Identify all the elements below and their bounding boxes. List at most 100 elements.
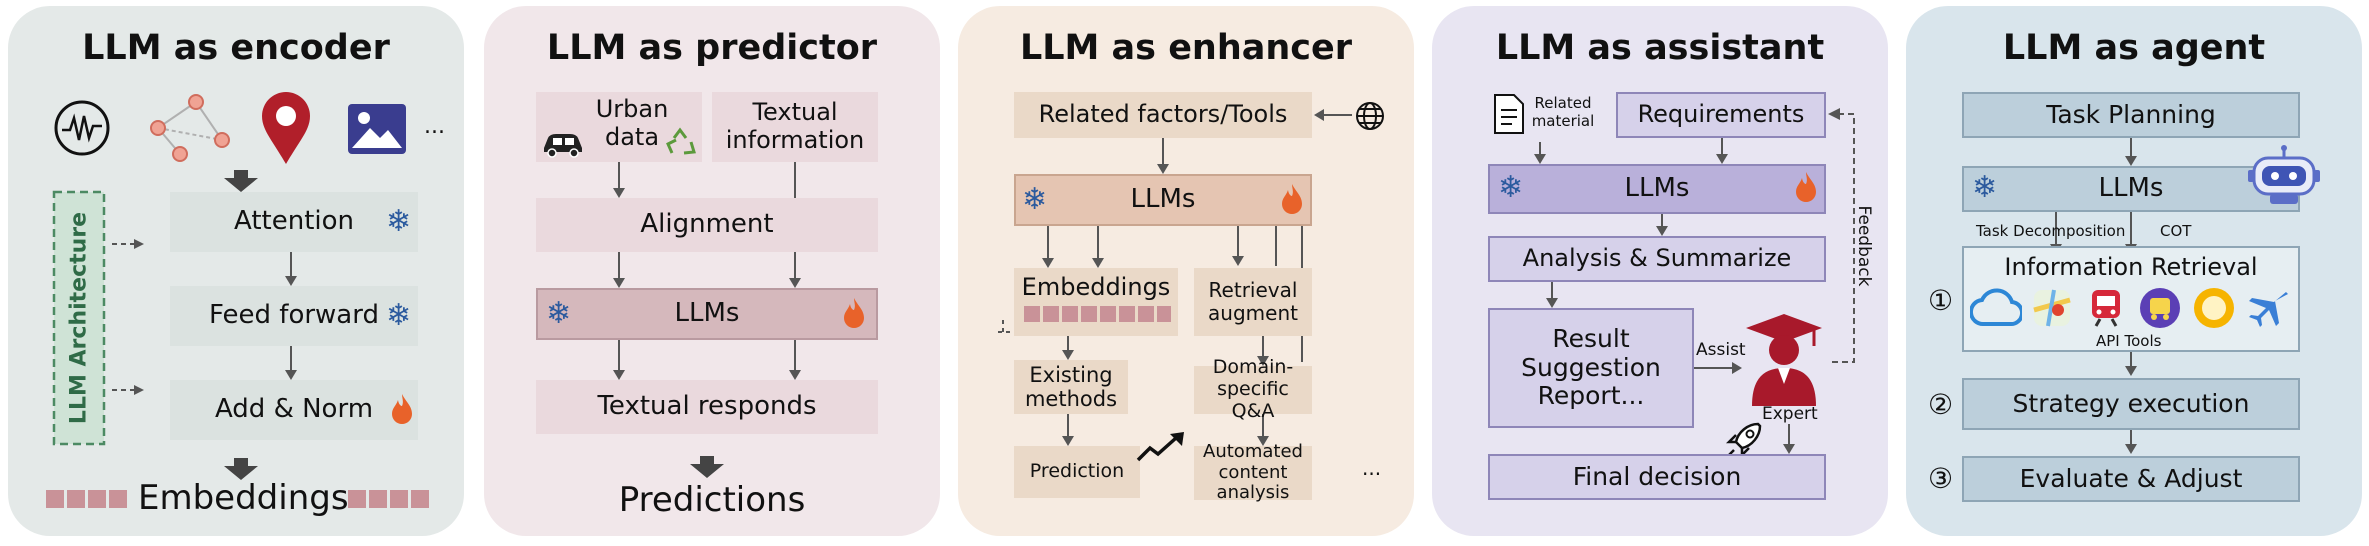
globe-icon: [1356, 102, 1384, 130]
encoder-arrows: [52, 170, 297, 480]
recycle-icon: [666, 127, 696, 155]
alignment-label: Alignment: [640, 209, 774, 240]
related-material-label: Related material: [1531, 94, 1595, 130]
textual-information-label: Textual information: [725, 98, 865, 154]
predictions-output: Predictions: [618, 480, 806, 520]
transit-app-icon: [2140, 288, 2180, 328]
existing-methods-block: Existing methods: [1014, 360, 1128, 414]
llms-block: LLMs: [536, 288, 878, 340]
snowflake-icon: ❄: [1022, 182, 1048, 217]
textual-responds-label: Textual responds: [597, 391, 817, 422]
requirements-block: Requirements: [1616, 92, 1826, 138]
existing-methods-label: Existing methods: [1024, 362, 1118, 411]
step-1-marker: ①: [1928, 284, 1954, 317]
expert-label: Expert: [1762, 404, 1818, 424]
domain-qa-label: Domain-specific Q&A: [1212, 356, 1294, 422]
fire-icon: [1282, 184, 1302, 214]
trend-up-icon: [1136, 432, 1184, 462]
fire-icon: [1796, 172, 1816, 202]
add-norm-block: Add & Norm: [170, 380, 418, 440]
domain-qa-block: Domain-specific Q&A: [1194, 356, 1312, 422]
llms-label: LLMs: [2098, 173, 2164, 204]
panel-assistant: LLM as assistant Related material Requir…: [1432, 6, 1888, 536]
maps-app-icon: [2033, 289, 2071, 327]
task-planning-block: Task Planning: [1962, 92, 2300, 138]
requirements-label: Requirements: [1637, 100, 1805, 129]
prediction-block: Prediction: [1014, 446, 1140, 498]
alignment-block: Alignment: [536, 198, 878, 252]
panel-enhancer: LLM as enhancer Related factors/Tools: [958, 6, 1414, 536]
more-ellipsis: ...: [1362, 456, 1382, 480]
embedding-squares-right: [348, 490, 429, 508]
image-icon: [348, 104, 406, 154]
llms-block: LLMs: [1014, 174, 1312, 226]
waveform-icon: [54, 100, 110, 156]
graph-icon: [150, 94, 230, 162]
evaluate-adjust-label: Evaluate & Adjust: [2019, 463, 2243, 493]
textual-responds-block: Textual responds: [536, 380, 878, 434]
llm-architecture-label: LLM Architecture: [66, 211, 92, 425]
information-retrieval-block: Information Retrieval: [1962, 246, 2300, 352]
robot-icon: [2248, 145, 2320, 204]
panel-agent: LLM as agent Task Planning LLMs ❄ Task D…: [1906, 6, 2362, 536]
factors-tools-label: Related factors/Tools: [1038, 100, 1288, 129]
final-decision-label: Final decision: [1572, 461, 1742, 491]
expert-icon: [1746, 314, 1822, 406]
retrieval-augment-label: Retrieval augment: [1208, 278, 1298, 325]
panel-title: LLM as agent: [2002, 28, 2266, 68]
llms-block: LLMs: [1488, 164, 1826, 214]
snowflake-icon: ❄: [1498, 170, 1524, 205]
assistant-arrows: [1534, 108, 1855, 454]
llms-block: LLMs: [1962, 166, 2300, 212]
llms-label: LLMs: [1624, 173, 1690, 204]
predictor-arrows: [613, 162, 801, 478]
final-decision-block: Final decision: [1488, 454, 1826, 500]
more-ellipsis: ...: [424, 114, 445, 139]
feed-forward-block: Feed forward: [170, 286, 418, 346]
llms-label: LLMs: [674, 298, 740, 329]
snowflake-icon: ❄: [546, 296, 572, 331]
automated-content-block: Automated content analysis: [1194, 441, 1312, 503]
add-norm-label: Add & Norm: [214, 394, 374, 425]
embeddings-block: Embeddings: [1014, 268, 1178, 336]
task-decomposition-label: Task Decomposition: [1976, 222, 2126, 240]
ring-app-icon: [2194, 288, 2234, 328]
attention-block: Attention: [170, 192, 418, 252]
panel-title: LLM as predictor: [546, 28, 878, 68]
textual-information-block: Textual information: [712, 92, 878, 162]
llms-label: LLMs: [1130, 184, 1196, 215]
panel-encoder: LLM as encoder ... LLM Arch: [8, 6, 464, 536]
automated-content-label: Automated content analysis: [1203, 440, 1303, 504]
panel-title: LLM as enhancer: [1019, 28, 1353, 68]
cloud-icon: [1970, 288, 2022, 327]
analysis-summarize-label: Analysis & Summarize: [1522, 244, 1792, 273]
assist-label: Assist: [1696, 340, 1746, 360]
train-icon: [2092, 290, 2120, 327]
analysis-summarize-block: Analysis & Summarize: [1488, 236, 1826, 282]
snowflake-icon: ❄: [386, 298, 412, 333]
step-3-marker: ③: [1928, 462, 1954, 495]
prediction-label: Prediction: [1029, 460, 1125, 483]
embeddings-label: Embeddings: [1021, 273, 1171, 301]
factors-tools-block: Related factors/Tools: [1014, 92, 1312, 138]
feed-forward-label: Feed forward: [209, 300, 379, 331]
panel-predictor: LLM as predictor Urban data Textual info…: [484, 6, 940, 536]
cot-label: COT: [2160, 222, 2192, 240]
panel-title: LLM as assistant: [1495, 28, 1825, 68]
map-pin-icon: [262, 92, 310, 164]
retrieval-augment-block: Retrieval augment: [1194, 268, 1312, 336]
fire-icon: [844, 298, 864, 328]
embedding-squares: [1024, 306, 1171, 322]
embedding-squares-left: [46, 490, 127, 508]
feedback-label: Feedback: [1854, 205, 1874, 287]
document-icon: [1494, 94, 1524, 134]
airplane-icon: [2249, 292, 2288, 327]
task-planning-label: Task Planning: [2046, 99, 2216, 129]
urban-data-label: Urban data: [595, 95, 669, 151]
result-report-label: Result Suggestion Report...: [1521, 323, 1661, 411]
information-retrieval-label: Information Retrieval: [2004, 253, 2258, 281]
api-tools-label: API Tools: [2096, 332, 2162, 350]
embeddings-output: Embeddings: [138, 478, 349, 518]
panel-title: LLM as encoder: [82, 28, 390, 68]
fire-icon: [392, 394, 412, 424]
